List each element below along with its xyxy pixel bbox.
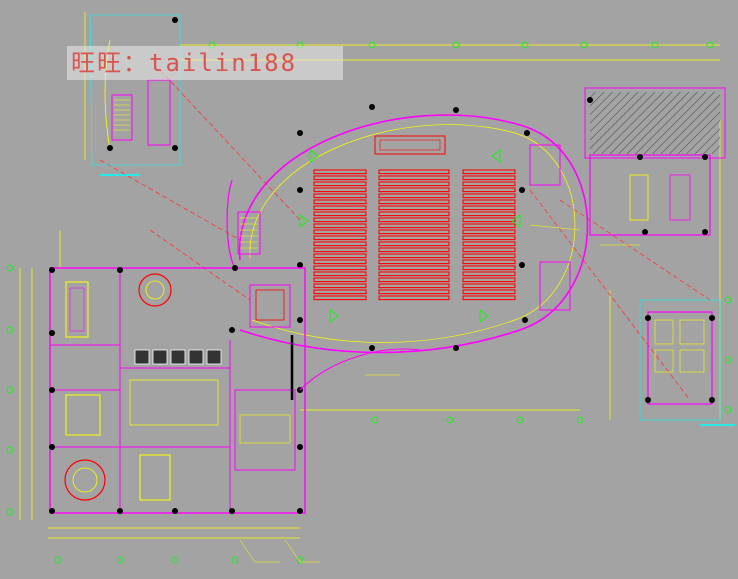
seat-row <box>313 229 367 235</box>
seat-row <box>462 175 516 181</box>
seat-row <box>378 253 450 259</box>
seat-row <box>378 223 450 229</box>
seat-row <box>313 169 367 175</box>
seat-row <box>378 259 450 265</box>
seat-row <box>462 265 516 271</box>
seat-row <box>378 199 450 205</box>
seat-row <box>378 187 450 193</box>
seat-row <box>378 235 450 241</box>
seat-row <box>462 223 516 229</box>
seat-row <box>313 265 367 271</box>
seat-row <box>378 181 450 187</box>
seat-row <box>462 289 516 295</box>
seat-row <box>462 217 516 223</box>
seat-row <box>313 193 367 199</box>
seat-row <box>313 187 367 193</box>
seat-row <box>378 289 450 295</box>
auditorium-hall <box>238 104 589 354</box>
seat-row <box>378 271 450 277</box>
seat-row <box>378 283 450 289</box>
seat-row <box>462 193 516 199</box>
seat-row <box>462 241 516 247</box>
seat-row <box>313 175 367 181</box>
seat-row <box>313 181 367 187</box>
seat-row <box>313 295 367 301</box>
seat-row <box>462 205 516 211</box>
seat-row <box>462 187 516 193</box>
stair-detail-top-left <box>89 14 181 176</box>
seat-row <box>462 283 516 289</box>
seat-row <box>462 253 516 259</box>
seat-row <box>462 259 516 265</box>
seat-row <box>378 175 450 181</box>
seat-row <box>313 217 367 223</box>
seat-row <box>313 259 367 265</box>
seat-row <box>313 241 367 247</box>
east-service-core <box>529 87 726 311</box>
seat-row <box>462 169 516 175</box>
seat-row <box>462 271 516 277</box>
seat-row <box>462 199 516 205</box>
seat-row <box>378 265 450 271</box>
seat-row <box>313 283 367 289</box>
seat-row <box>378 229 450 235</box>
seat-row <box>313 247 367 253</box>
seat-row <box>462 211 516 217</box>
meeting-rooms-block <box>49 265 421 514</box>
seat-row <box>378 193 450 199</box>
west-stair-block <box>226 179 261 269</box>
seat-row <box>462 235 516 241</box>
watermark-text: 旺旺：tailin188 <box>67 46 343 80</box>
seat-row <box>462 181 516 187</box>
section-lines <box>99 69 711 401</box>
seat-row <box>378 211 450 217</box>
seat-row <box>378 217 450 223</box>
auditorium-seating <box>313 169 516 301</box>
toilet-detail-right <box>639 299 735 426</box>
seat-row <box>378 247 450 253</box>
seat-row <box>378 241 450 247</box>
seat-row <box>313 211 367 217</box>
seat-row <box>313 253 367 259</box>
seat-row <box>378 169 450 175</box>
seat-row <box>462 295 516 301</box>
seat-row <box>313 205 367 211</box>
seat-row <box>313 223 367 229</box>
seat-row <box>313 289 367 295</box>
annotation-leaders <box>239 224 640 563</box>
seat-row <box>313 199 367 205</box>
seat-row <box>462 277 516 283</box>
seat-row <box>313 277 367 283</box>
dimension-lines <box>19 12 721 539</box>
seat-row <box>313 235 367 241</box>
seat-row <box>378 295 450 301</box>
seat-row <box>462 247 516 253</box>
seat-row <box>378 205 450 211</box>
seat-row <box>378 277 450 283</box>
seat-row <box>462 229 516 235</box>
seat-row <box>313 271 367 277</box>
